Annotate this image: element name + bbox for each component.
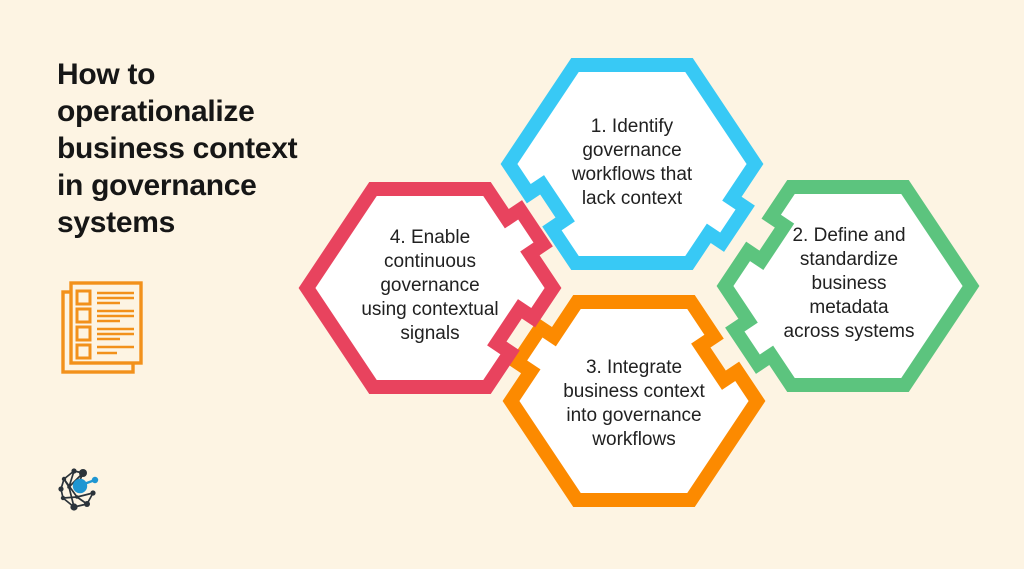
hexagon-step-4 [298,182,562,394]
step-2-label: 2. Define and standardize business metad… [783,225,915,342]
network-logo-icon [58,468,99,511]
step-1-label: 1. Identify governance workflows that la… [571,116,693,209]
hexagon-step-2 [716,180,980,392]
hexagon-step-1 [500,58,764,270]
step-3-label: 3. Integrate business context into gover… [563,357,705,450]
step-4-label: 4. Enable continuous governance using co… [361,227,499,344]
checklist-document-icon [61,281,143,374]
hexagon-step-3 [502,295,766,507]
page-title: How to operationalize business context i… [57,58,298,239]
